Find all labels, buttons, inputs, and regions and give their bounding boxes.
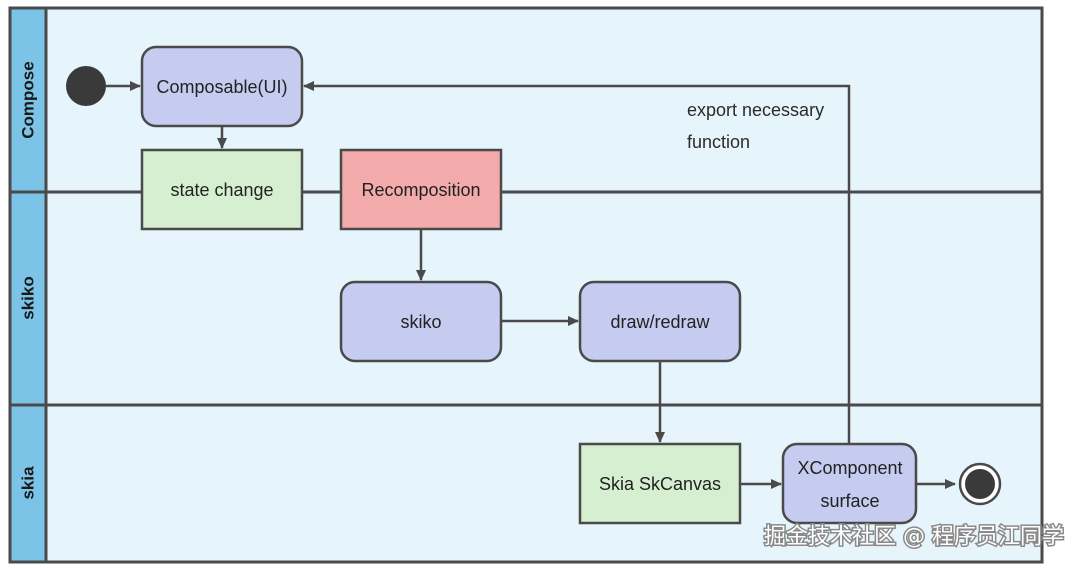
node-skiko-label: skiko	[400, 312, 441, 332]
node-composable-label: Composable(UI)	[156, 77, 287, 97]
node-xcomponent-label-line1: XComponent	[797, 458, 902, 478]
lane-label-skia: skia	[19, 466, 38, 500]
node-skia-skcanvas-label: Skia SkCanvas	[599, 474, 721, 494]
node-state-change-label: state change	[170, 180, 273, 200]
node-skiko[interactable]: skiko	[339, 280, 503, 363]
lane-header-skia	[10, 405, 46, 562]
node-state-change[interactable]: state change	[140, 148, 304, 231]
node-draw-redraw-label: draw/redraw	[610, 312, 710, 332]
node-draw-redraw[interactable]: draw/redraw	[578, 280, 742, 363]
node-recomposition[interactable]: Recomposition	[339, 148, 503, 231]
node-recomposition-label: Recomposition	[361, 180, 480, 200]
start-node	[66, 66, 106, 106]
lane-header-skiko	[10, 192, 46, 405]
node-composable[interactable]: Composable(UI)	[140, 45, 304, 128]
edge-xcomponent-to-composable	[303, 81, 851, 444]
edge-note-line1: export necessary	[687, 100, 824, 120]
lane-label-compose: Compose	[19, 61, 38, 138]
end-node-inner	[965, 469, 995, 499]
diagram-border	[8, 6, 1044, 564]
watermark: 掘金技术社区 @ 程序员江同学	[764, 525, 1064, 550]
lane-header-compose	[10, 8, 46, 192]
node-xcomponent-surface[interactable]: XComponent surface	[781, 442, 918, 525]
node-xcomponent-label-line2: surface	[820, 491, 879, 511]
edge-note-line2: function	[687, 132, 750, 152]
lane-label-skiko: skiko	[19, 276, 38, 319]
node-skia-skcanvas[interactable]: Skia SkCanvas	[578, 442, 742, 525]
